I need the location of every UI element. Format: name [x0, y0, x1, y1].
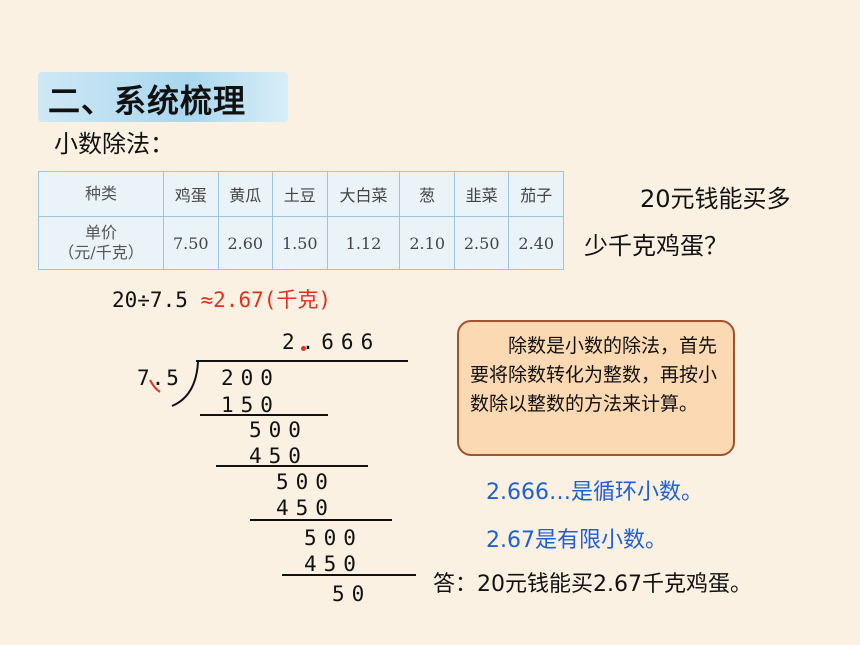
repeating-dot-mark [301, 346, 306, 351]
division-row: 500 [249, 418, 308, 442]
division-row: 500 [304, 526, 363, 550]
division-row: 450 [249, 444, 308, 468]
answer: 答：20元钱能买2.67千克鸡蛋。 [433, 572, 752, 597]
calculation: 20÷7.5 ≈2.67(千克) [112, 284, 331, 314]
subtitle: 小数除法： [54, 130, 174, 158]
calculation-expression: 20÷7.5 [112, 288, 201, 312]
table-item: 黄瓜 [217, 171, 273, 217]
division-row: 450 [304, 552, 363, 576]
table-price: 2.60 [217, 216, 273, 270]
table-price: 2.40 [508, 216, 564, 270]
table-price: 1.50 [272, 216, 328, 270]
table-item: 葱 [399, 171, 455, 217]
note-text: 除数是小数的除法，首先要将除数转化为整数，再按小数除以整数的方法来计算。 [470, 335, 718, 415]
division-bracket [171, 361, 199, 407]
table-item: 土豆 [272, 171, 328, 217]
note-box: 除数是小数的除法，首先要将除数转化为整数，再按小数除以整数的方法来计算。 [457, 320, 735, 456]
question: 20元钱能买多 少千克鸡蛋？ [584, 176, 824, 270]
quotient: 2.666 [282, 330, 381, 354]
division-row: 450 [276, 496, 335, 520]
table-price: 2.50 [453, 216, 510, 270]
calculation-result: ≈2.67(千克) [200, 288, 332, 312]
division-remainder: 50 [332, 582, 372, 606]
table-price: 1.12 [326, 216, 401, 270]
table-price: 7.50 [163, 216, 219, 270]
division-row: 200 [221, 366, 280, 390]
table-item: 韭菜 [453, 171, 510, 217]
table-price-label: 单价 （元/千克） [38, 216, 164, 270]
division-underline [282, 574, 416, 576]
division-row: 500 [276, 470, 335, 494]
section-title-banner: 二、系统梳理 [38, 72, 288, 122]
price-label-line1: 单价 [84, 223, 117, 242]
division-underline [216, 465, 368, 467]
table-item: 鸡蛋 [163, 171, 219, 217]
table-item: 大白菜 [326, 171, 401, 217]
table-header-label: 种类 [38, 171, 164, 217]
table-row: 单价 （元/千克） 7.50 2.60 1.50 1.12 2.10 2.50 … [38, 216, 564, 270]
price-label-line2: （元/千克） [58, 243, 144, 262]
section-title: 二、系统梳理 [48, 82, 247, 120]
division-underline [200, 414, 328, 416]
division-bar [196, 360, 408, 362]
table-price: 2.10 [399, 216, 455, 270]
decimal-shift-arrow-icon [149, 379, 161, 393]
fact-finite-decimal: 2.67是有限小数。 [486, 528, 667, 553]
table-item: 茄子 [508, 171, 564, 217]
division-row: 150 [221, 393, 280, 417]
division-underline [250, 519, 392, 521]
table-row: 种类 鸡蛋 黄瓜 土豆 大白菜 葱 韭菜 茄子 [38, 171, 564, 217]
divisor: 7.5 [137, 366, 181, 390]
price-table: 种类 鸡蛋 黄瓜 土豆 大白菜 葱 韭菜 茄子 单价 （元/千克） 7.50 2… [38, 171, 564, 270]
fact-recurring-decimal: 2.666…是循环小数。 [486, 480, 703, 505]
question-line1: 20元钱能买多 [640, 185, 791, 213]
question-line2: 少千克鸡蛋？ [584, 232, 728, 260]
